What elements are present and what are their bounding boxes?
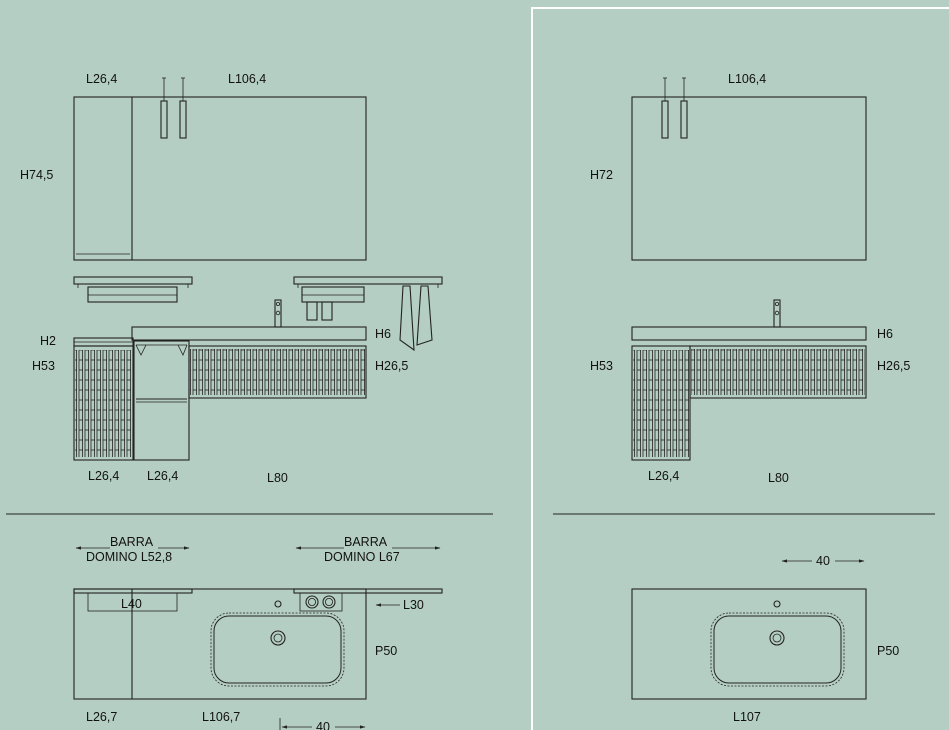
right-barra-label: BARRA xyxy=(344,535,388,549)
left-vanity-front xyxy=(73,299,367,461)
left-offset-label: 40 xyxy=(316,720,330,730)
right-vanity-plan xyxy=(631,559,867,700)
left-h26-label: H26,5 xyxy=(375,359,408,373)
left-plan-width-left-label: L26,7 xyxy=(86,710,117,724)
right-h53-label: H53 xyxy=(590,359,613,373)
left-w3-label: L80 xyxy=(267,471,288,485)
right-plan-width-label: L107 xyxy=(733,710,761,724)
left-barra-domino-label: DOMINO L52,8 xyxy=(86,550,172,564)
left-w2-label: L26,4 xyxy=(147,469,178,483)
right-vanity-front xyxy=(631,299,867,461)
left-l40-label: L40 xyxy=(121,597,142,611)
right-offset-label: 40 xyxy=(816,554,830,568)
left-l30-label: L30 xyxy=(403,598,424,612)
left-top-width-left-label: L26,4 xyxy=(86,72,117,86)
left-plan-width-main-label: L106,7 xyxy=(202,710,240,724)
left-vanity-plan xyxy=(73,588,443,730)
left-h53-label: H53 xyxy=(32,359,55,373)
left-mirror-cabinet xyxy=(73,77,367,261)
right-barra-domino-label: DOMINO L67 xyxy=(324,550,400,564)
right-panel-frame xyxy=(531,7,949,730)
right-mirror-cabinet xyxy=(631,77,867,261)
left-w1-label: L26,4 xyxy=(88,469,119,483)
left-top-height-label: H74,5 xyxy=(20,168,53,182)
right-h6-label: H6 xyxy=(877,327,893,341)
right-h26-label: H26,5 xyxy=(877,359,910,373)
left-top-width-main-label: L106,4 xyxy=(228,72,266,86)
left-h6-label: H6 xyxy=(375,327,391,341)
left-barra-label: BARRA xyxy=(110,535,154,549)
right-top-height-label: H72 xyxy=(590,168,613,182)
right-w1-label: L26,4 xyxy=(648,469,679,483)
left-depth-label: P50 xyxy=(375,644,397,658)
right-top-width-label: L106,4 xyxy=(728,72,766,86)
right-depth-label: P50 xyxy=(877,644,899,658)
left-h2-label: H2 xyxy=(40,334,56,348)
right-w2-label: L80 xyxy=(768,471,789,485)
left-shelf-units xyxy=(73,276,443,352)
